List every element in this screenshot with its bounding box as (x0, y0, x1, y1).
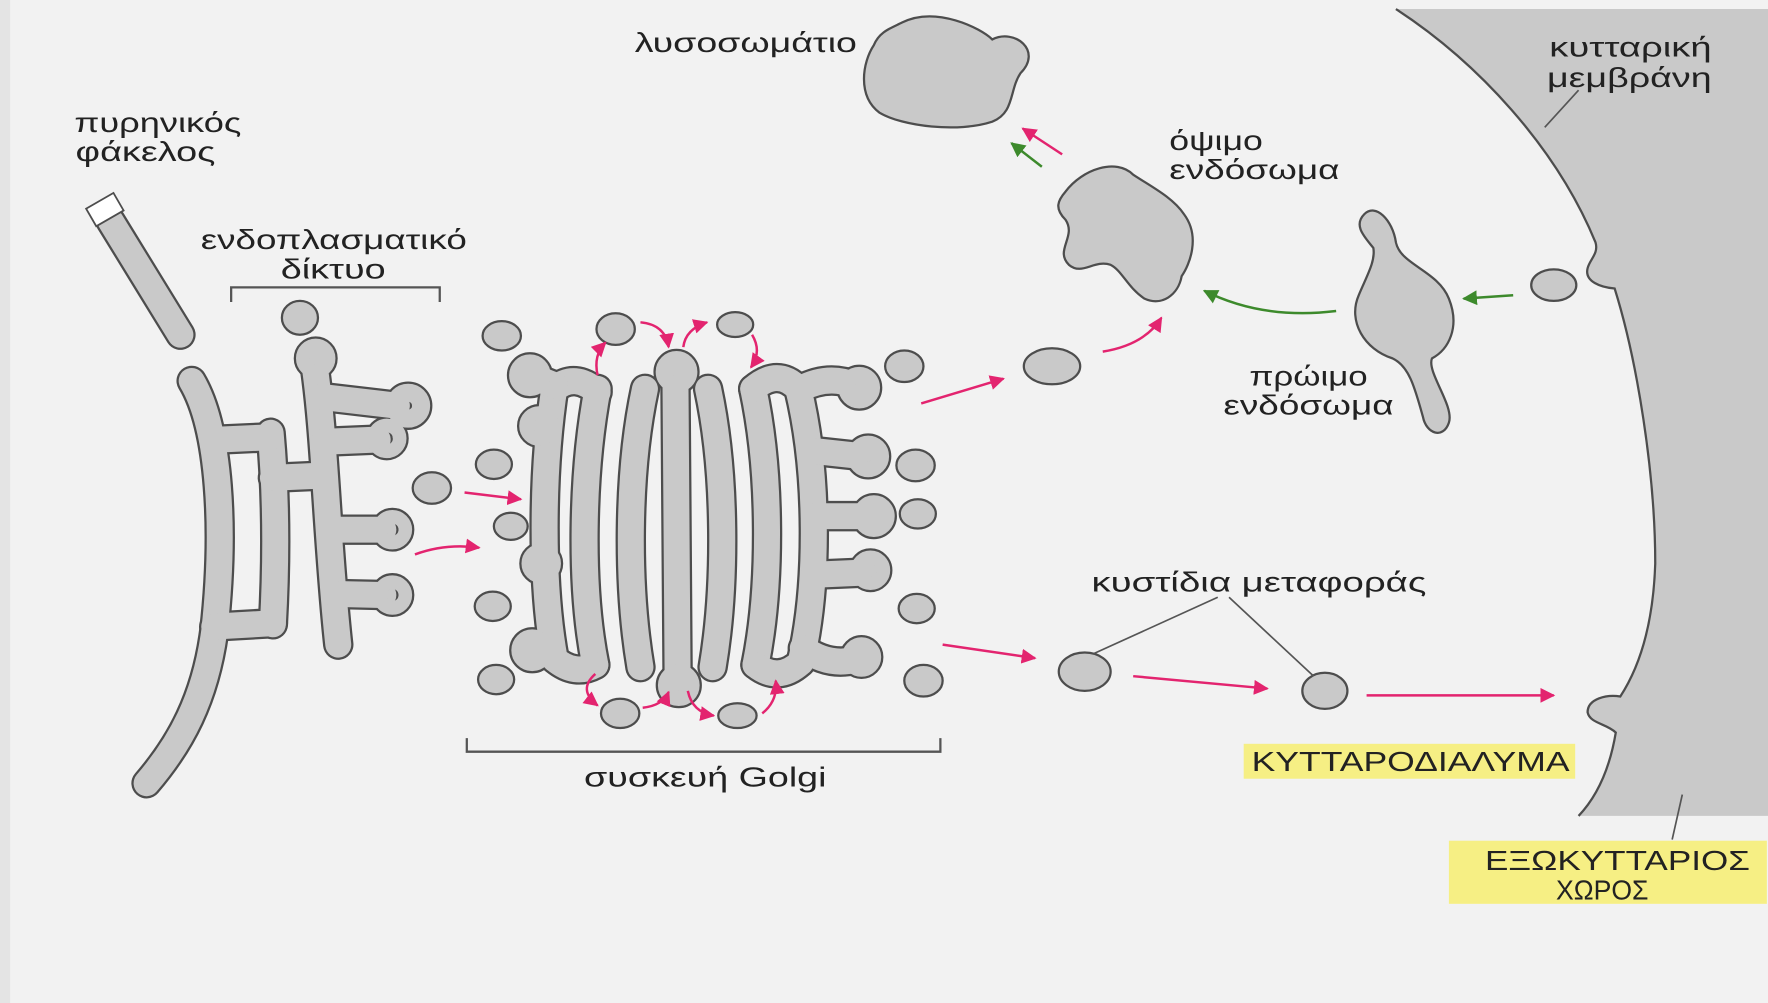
vesicle (900, 499, 936, 528)
vesicle (885, 350, 923, 382)
golgi-label: συσκευή Golgi (584, 761, 826, 793)
vesicle (475, 592, 511, 621)
lysosome-label: λυσοσωμάτιο (635, 26, 857, 58)
cytosol-label: ΚΥΤΤΑΡΟΔΙΑΛΥΜΑ (1252, 745, 1570, 777)
vesicle (494, 513, 528, 540)
cell-membrane-label-line1: κυτταρική (1549, 30, 1711, 62)
transport-vesicle (1059, 653, 1111, 691)
er-label-line1: ενδοπλασματικό (201, 223, 467, 255)
er-label-line2: δίκτυο (281, 252, 386, 284)
transport-vesicle (1302, 673, 1347, 709)
extracellular-label-line2: ΧΩΡΟΣ (1556, 873, 1648, 905)
vesicle (601, 699, 639, 728)
early-endosome-label-line1: πρώιμο (1249, 359, 1367, 391)
vesicle (718, 703, 756, 728)
vesicle (899, 594, 935, 623)
vesicle (282, 301, 318, 335)
nuclear-envelope-label-line1: πυρηνικός (74, 106, 241, 138)
page-edge (0, 0, 10, 1003)
early-endosome-label-line2: ενδόσωμα (1223, 389, 1393, 421)
vesicle (717, 312, 753, 337)
vesicle (596, 313, 634, 345)
vesicle (483, 321, 521, 350)
vesicle (476, 450, 512, 479)
vesicle (478, 665, 514, 694)
endocytic-vesicle (1531, 269, 1576, 301)
transport-vesicles-label: κυστίδια μεταφοράς (1091, 566, 1426, 598)
late-endosome-label-line1: όψιμο (1169, 124, 1263, 156)
extracellular-label-line1: ΕΞΩΚΥΤΤΑΡΙΟΣ (1485, 844, 1750, 876)
cell-membrane-label-line2: μεμβράνη (1547, 61, 1712, 93)
vesicle (904, 665, 942, 697)
vesicle (896, 450, 934, 482)
late-endosome-label-line2: ενδόσωμα (1169, 153, 1339, 185)
vesicle (1024, 348, 1080, 384)
vesicle (413, 472, 451, 504)
nuclear-envelope-label-line2: φάκελος (76, 135, 216, 167)
